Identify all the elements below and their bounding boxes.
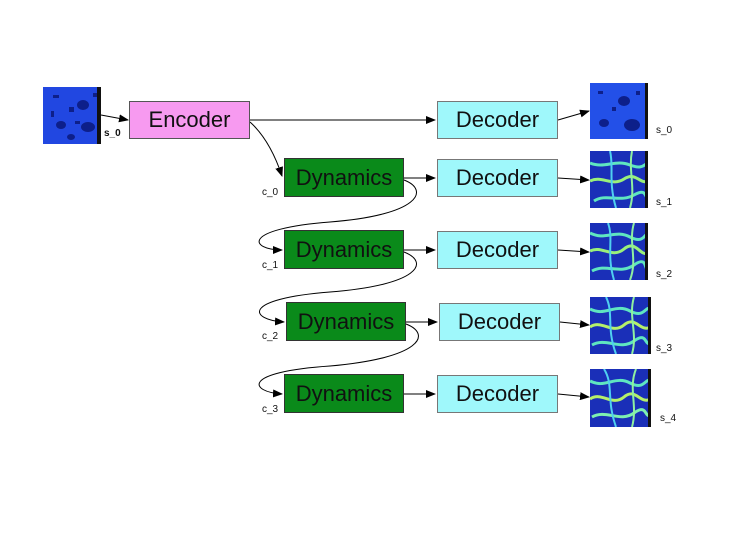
edge-encoder-dynamics0 xyxy=(249,121,283,177)
dynamics-label: Dynamics xyxy=(295,236,393,262)
decoder-label: Decoder xyxy=(455,237,540,262)
encoder-label: Encoder xyxy=(148,107,231,132)
output-state-label-2: s_2 xyxy=(656,269,673,280)
output-field-icon-1 xyxy=(590,151,648,208)
decoder-node-4: Decoder xyxy=(437,375,558,413)
output-state-label-0: s_0 xyxy=(656,125,673,136)
decoder-node-2: Decoder xyxy=(437,231,558,269)
dynamics-node-3: Dynamics xyxy=(284,374,404,413)
decoder-label: Decoder xyxy=(455,381,540,406)
decoder-label: Decoder xyxy=(455,165,540,190)
edge-dynamics1-dynamics2 xyxy=(259,251,417,326)
decoder-label: Decoder xyxy=(457,309,542,334)
edge-decoder2-output2 xyxy=(557,247,590,256)
edge-decoder0-output0 xyxy=(557,109,590,121)
dynamics-label: Dynamics xyxy=(295,164,393,190)
edge-decoder1-output1 xyxy=(557,175,590,184)
output-field-icon-3 xyxy=(590,297,651,354)
code-label-2: c_2 xyxy=(262,331,279,342)
output-field-icon-0 xyxy=(590,83,648,139)
code-label-3: c_3 xyxy=(262,404,279,415)
output-state-label-3: s_3 xyxy=(656,343,673,354)
code-label-0: c_0 xyxy=(262,187,279,198)
decoder-label: Decoder xyxy=(455,107,540,132)
input-state-label: s_0 xyxy=(104,128,121,139)
edge-decoder4-output4 xyxy=(557,392,590,401)
edge-dynamics0-dynamics1 xyxy=(258,179,417,254)
dynamics-node-0: Dynamics xyxy=(284,158,404,197)
edge-decoder3-output3 xyxy=(559,320,590,329)
edge-dynamics2-dynamics3 xyxy=(258,323,419,398)
input-field-icon xyxy=(43,87,101,144)
output-field-icon-2 xyxy=(590,223,648,280)
output-state-label-4: s_4 xyxy=(660,413,677,424)
decoder-node-1: Decoder xyxy=(437,159,558,197)
output-field-icon-4 xyxy=(590,369,651,427)
decoder-node-3: Decoder xyxy=(439,303,560,341)
code-label-1: c_1 xyxy=(262,260,279,271)
edge-input-encoder xyxy=(100,114,129,123)
dynamics-node-1: Dynamics xyxy=(284,230,404,269)
dynamics-label: Dynamics xyxy=(295,380,393,406)
dynamics-label: Dynamics xyxy=(297,308,395,334)
decoder-node-0: Decoder xyxy=(437,101,558,139)
encoder-node: Encoder xyxy=(129,101,250,139)
output-state-label-1: s_1 xyxy=(656,197,673,208)
dynamics-node-2: Dynamics xyxy=(286,302,406,341)
